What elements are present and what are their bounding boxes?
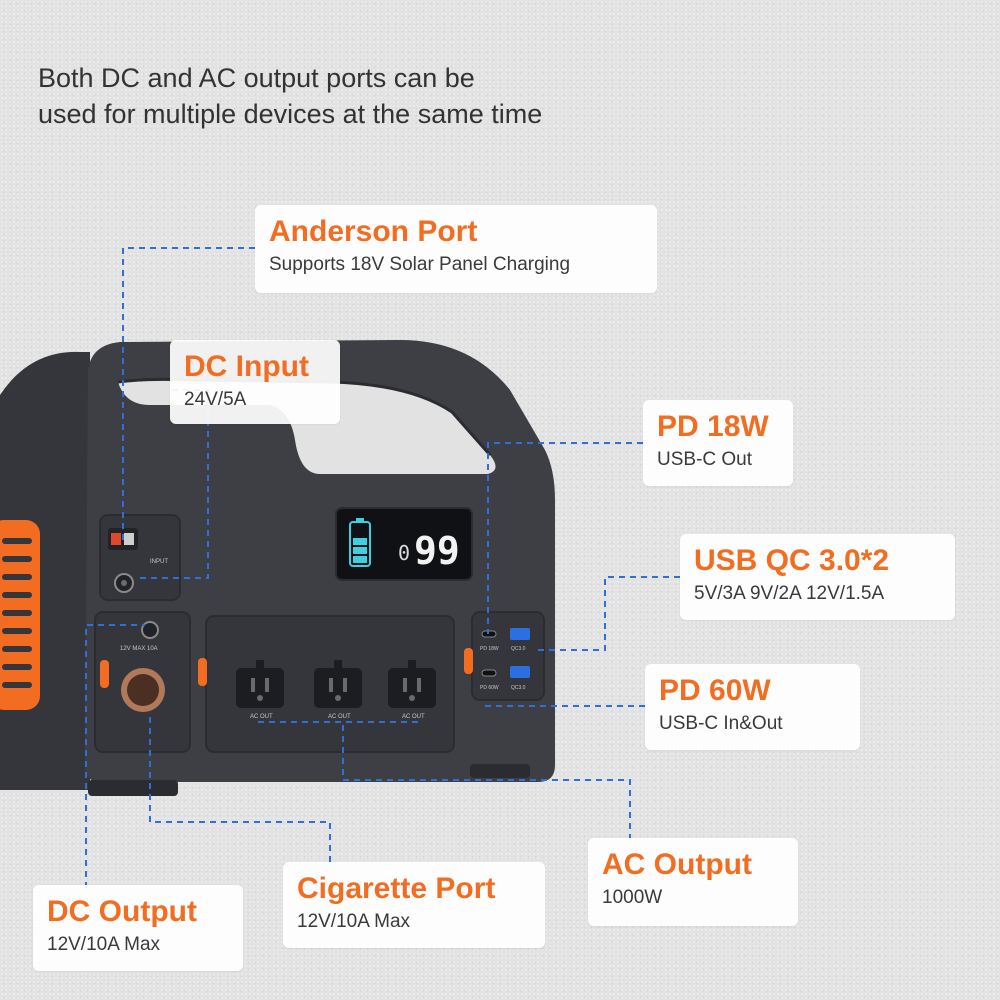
ac-label-2: AC OUT xyxy=(328,714,351,720)
usb-qc-subtitle: 5V/3A 9V/2A 12V/1.5A xyxy=(694,583,885,604)
cigarette-port-title: Cigarette Port xyxy=(297,872,496,905)
input-panel xyxy=(99,514,181,601)
callout-pd18w: PD 18W USB-C Out xyxy=(643,400,793,486)
callout-usb-qc: USB QC 3.0*2 5V/3A 9V/2A 12V/1.5A xyxy=(680,534,955,620)
callout-dc-output: DC Output 12V/10A Max xyxy=(33,885,243,971)
dc-output-socket xyxy=(141,621,159,639)
grille-slots xyxy=(2,538,32,688)
usb-c-pd60-port xyxy=(481,669,497,677)
dc-input-title: DC Input xyxy=(184,350,309,383)
cigarette-port-subtitle: 12V/10A Max xyxy=(297,911,411,932)
lcd-value: 99 xyxy=(414,529,460,573)
usb-label-pd18: PD 18W xyxy=(480,646,499,652)
lcd-prefix: 0 xyxy=(398,541,410,565)
pd60w-subtitle: USB-C In&Out xyxy=(659,713,783,734)
input-label: INPUT xyxy=(150,559,168,565)
callout-dc-input: DC Input 24V/5A xyxy=(170,340,340,424)
pd18w-title: PD 18W xyxy=(657,410,769,443)
pd18w-subtitle: USB-C Out xyxy=(657,449,753,470)
callout-anderson-port: Anderson Port Supports 18V Solar Panel C… xyxy=(255,205,657,293)
usb-panel-latch xyxy=(464,648,473,674)
usb-qc-title: USB QC 3.0*2 xyxy=(694,544,890,577)
usb-a-qc-port-2 xyxy=(510,666,530,678)
headline-line-2: used for multiple devices at the same ti… xyxy=(38,99,543,129)
ac-panel-latch xyxy=(198,658,207,686)
usb-label-qc-a: QC3.0 xyxy=(511,646,526,652)
dc-input-subtitle: 24V/5A xyxy=(184,389,247,410)
ac-output-title: AC Output xyxy=(602,848,752,881)
usb-a-qc-port-1 xyxy=(510,628,530,640)
ac-label-3: AC OUT xyxy=(402,714,425,720)
ac-outlet-3 xyxy=(388,660,436,708)
usb-label-pd60: PD 60W xyxy=(480,685,499,691)
dc-output-title: DC Output xyxy=(47,895,197,928)
ac-outlet-1 xyxy=(236,660,284,708)
dc-output-subtitle: 12V/10A Max xyxy=(47,934,161,955)
usb-c-pd18-port xyxy=(481,630,497,638)
anderson-port-subtitle: Supports 18V Solar Panel Charging xyxy=(269,254,571,275)
device-foot-right xyxy=(470,764,530,778)
ac-output-subtitle: 1000W xyxy=(602,887,663,908)
dc-panel-latch xyxy=(100,660,109,688)
headline-line-1: Both DC and AC output ports can be xyxy=(38,63,475,93)
usb-label-qc-b: QC3.0 xyxy=(511,685,526,691)
ac-label-1: AC OUT xyxy=(250,714,273,720)
callout-ac-output: AC Output 1000W xyxy=(588,838,798,926)
callout-pd60w: PD 60W USB-C In&Out xyxy=(645,664,860,750)
callout-cigarette-port: Cigarette Port 12V/10A Max xyxy=(283,862,545,948)
headline: Both DC and AC output ports can be used … xyxy=(38,60,678,132)
dc-port-label: 12V MAX 10A xyxy=(120,646,158,652)
pd60w-title: PD 60W xyxy=(659,674,771,707)
ac-outlet-2 xyxy=(314,660,362,708)
anderson-port-title: Anderson Port xyxy=(269,215,478,248)
device-foot-left xyxy=(88,780,178,796)
